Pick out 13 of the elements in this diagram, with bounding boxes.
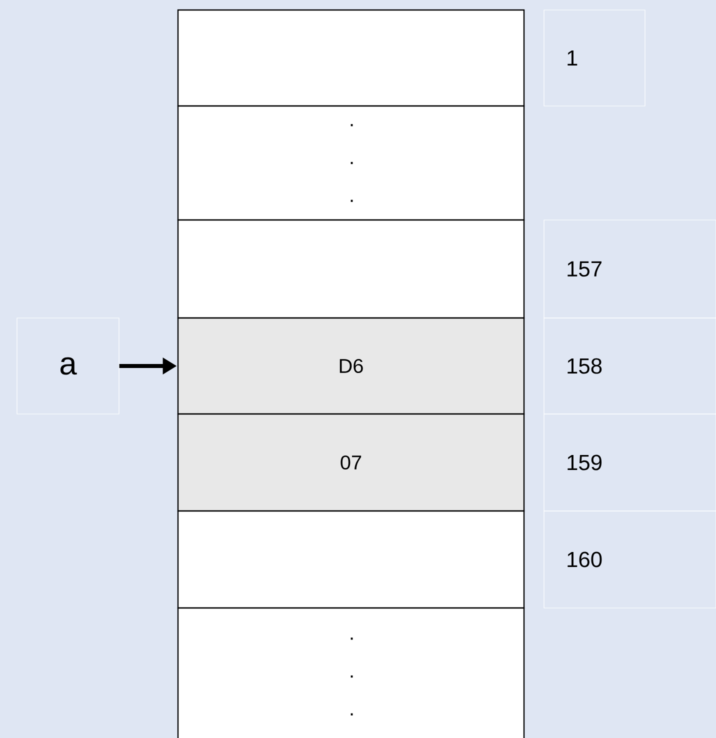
address-box: 1 bbox=[544, 10, 646, 106]
memory-cell: . . . bbox=[177, 105, 525, 221]
address-box: 159 bbox=[544, 414, 716, 512]
memory-cell bbox=[177, 510, 525, 609]
address-box: 158 bbox=[544, 318, 716, 414]
address-box: 160 bbox=[544, 510, 716, 608]
memory-cell: . . . bbox=[177, 607, 525, 738]
address-box: 157 bbox=[544, 220, 716, 318]
memory-cell: 07 bbox=[177, 413, 525, 512]
variable-box: a bbox=[16, 318, 120, 414]
memory-cell bbox=[177, 219, 525, 319]
memory-cell: D6 bbox=[177, 317, 525, 415]
memory-cell bbox=[177, 9, 525, 107]
